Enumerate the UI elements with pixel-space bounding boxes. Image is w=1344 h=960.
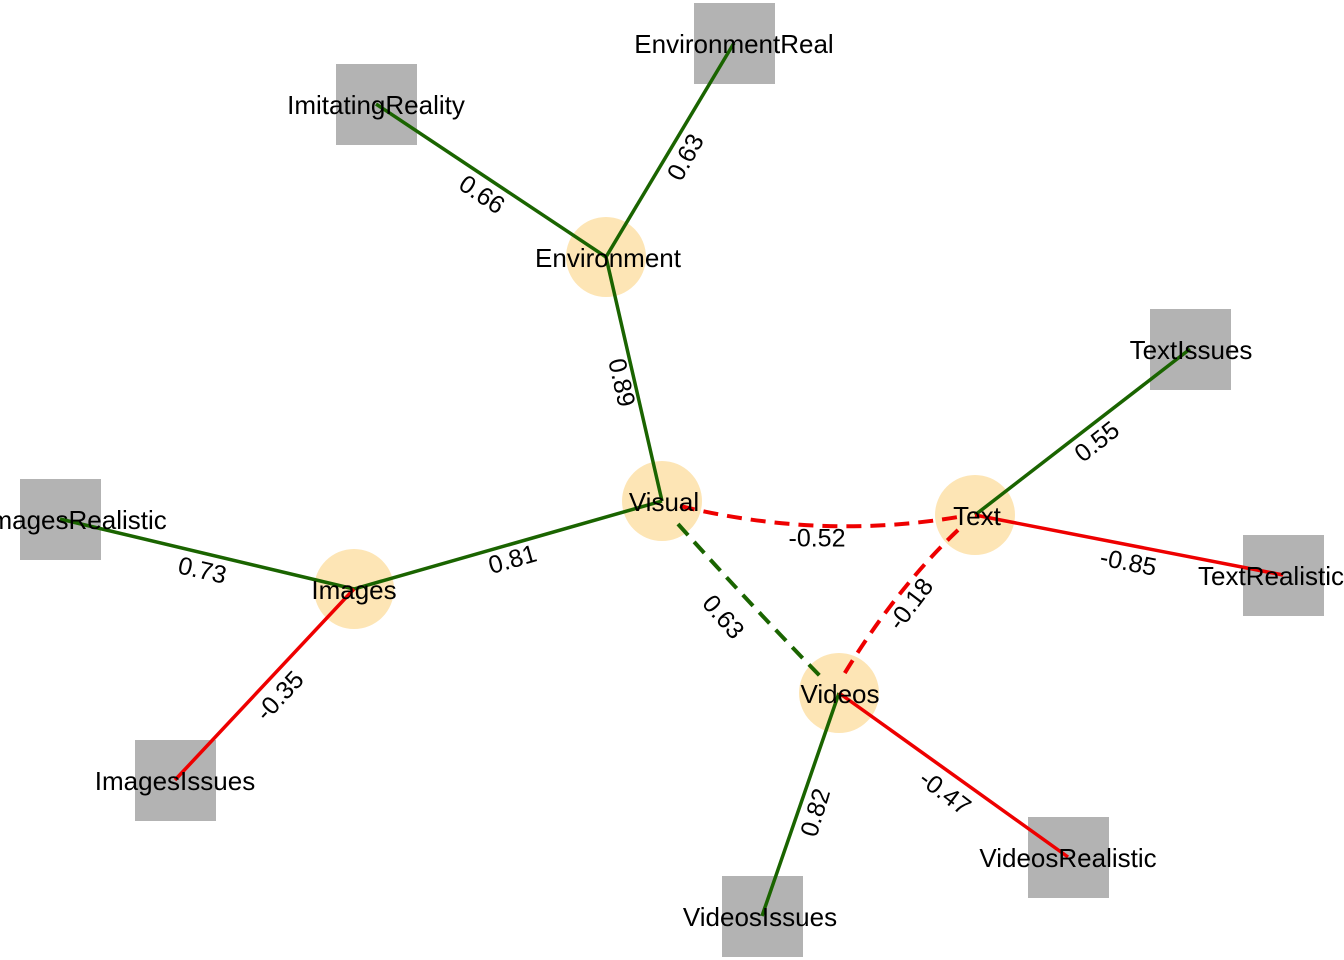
edge-weight-label: 0.82 xyxy=(795,785,836,840)
node-label-text: Text xyxy=(953,501,1001,531)
node-label-videos: Videos xyxy=(800,679,879,709)
node-label-textissues: TextIssues xyxy=(1130,335,1253,365)
edge-weight-label: -0.35 xyxy=(250,666,309,727)
edge-weight-label: 0.63 xyxy=(662,129,710,185)
observed-node-textrealistic xyxy=(1243,535,1324,616)
node-label-images: Images xyxy=(311,575,396,605)
node-label-videosrealistic: VideosRealistic xyxy=(979,843,1156,873)
observed-node-videosrealistic xyxy=(1028,817,1109,898)
observed-node-videosissues xyxy=(722,876,803,957)
edge-visual-text xyxy=(679,504,959,529)
node-label-videosissues: VideosIssues xyxy=(683,902,837,932)
observed-node-textissues xyxy=(1150,309,1231,390)
edge-text-textissues xyxy=(973,347,1192,517)
node-label-environmentreal: EnvironmentReal xyxy=(634,29,833,59)
edge-weight-label: -0.47 xyxy=(914,765,976,822)
latent-nodes xyxy=(314,217,1015,733)
edge-videos-videosissues xyxy=(760,692,841,917)
edge-visual-videos xyxy=(676,522,822,678)
edge-visual-images xyxy=(353,499,663,591)
edge-weight-label: 0.66 xyxy=(454,170,510,220)
node-label-environment: Environment xyxy=(535,243,682,273)
node-label-imagesrealistic: ImagesRealistic xyxy=(0,505,167,535)
edge-weight-label: 0.55 xyxy=(1069,416,1125,468)
observed-node-imagesissues xyxy=(135,740,216,821)
node-label-visual: Visual xyxy=(629,487,699,517)
edge-images-imagesissues xyxy=(173,587,356,782)
edge-environment-environmentreal xyxy=(604,42,736,258)
edge-visual-environment xyxy=(604,256,664,502)
node-label-imitatingreality: ImitatingReality xyxy=(287,90,465,120)
node-label-textrealistic: TextRealistic xyxy=(1198,561,1344,591)
edges xyxy=(59,42,1284,917)
edge-weight-label: 0.81 xyxy=(485,539,540,579)
edge-weight-label: -0.52 xyxy=(789,525,846,553)
edge-weight-label: 0.63 xyxy=(697,590,750,645)
edge-images-imagesrealistic xyxy=(59,517,355,591)
edge-videos-videosrealistic xyxy=(837,691,1070,859)
node-label-imagesissues: ImagesIssues xyxy=(95,766,255,796)
edge-weight-label: 0.89 xyxy=(602,356,640,410)
edge-text-textrealistic xyxy=(974,513,1284,577)
edge-environment-imitatingreality xyxy=(375,102,607,259)
